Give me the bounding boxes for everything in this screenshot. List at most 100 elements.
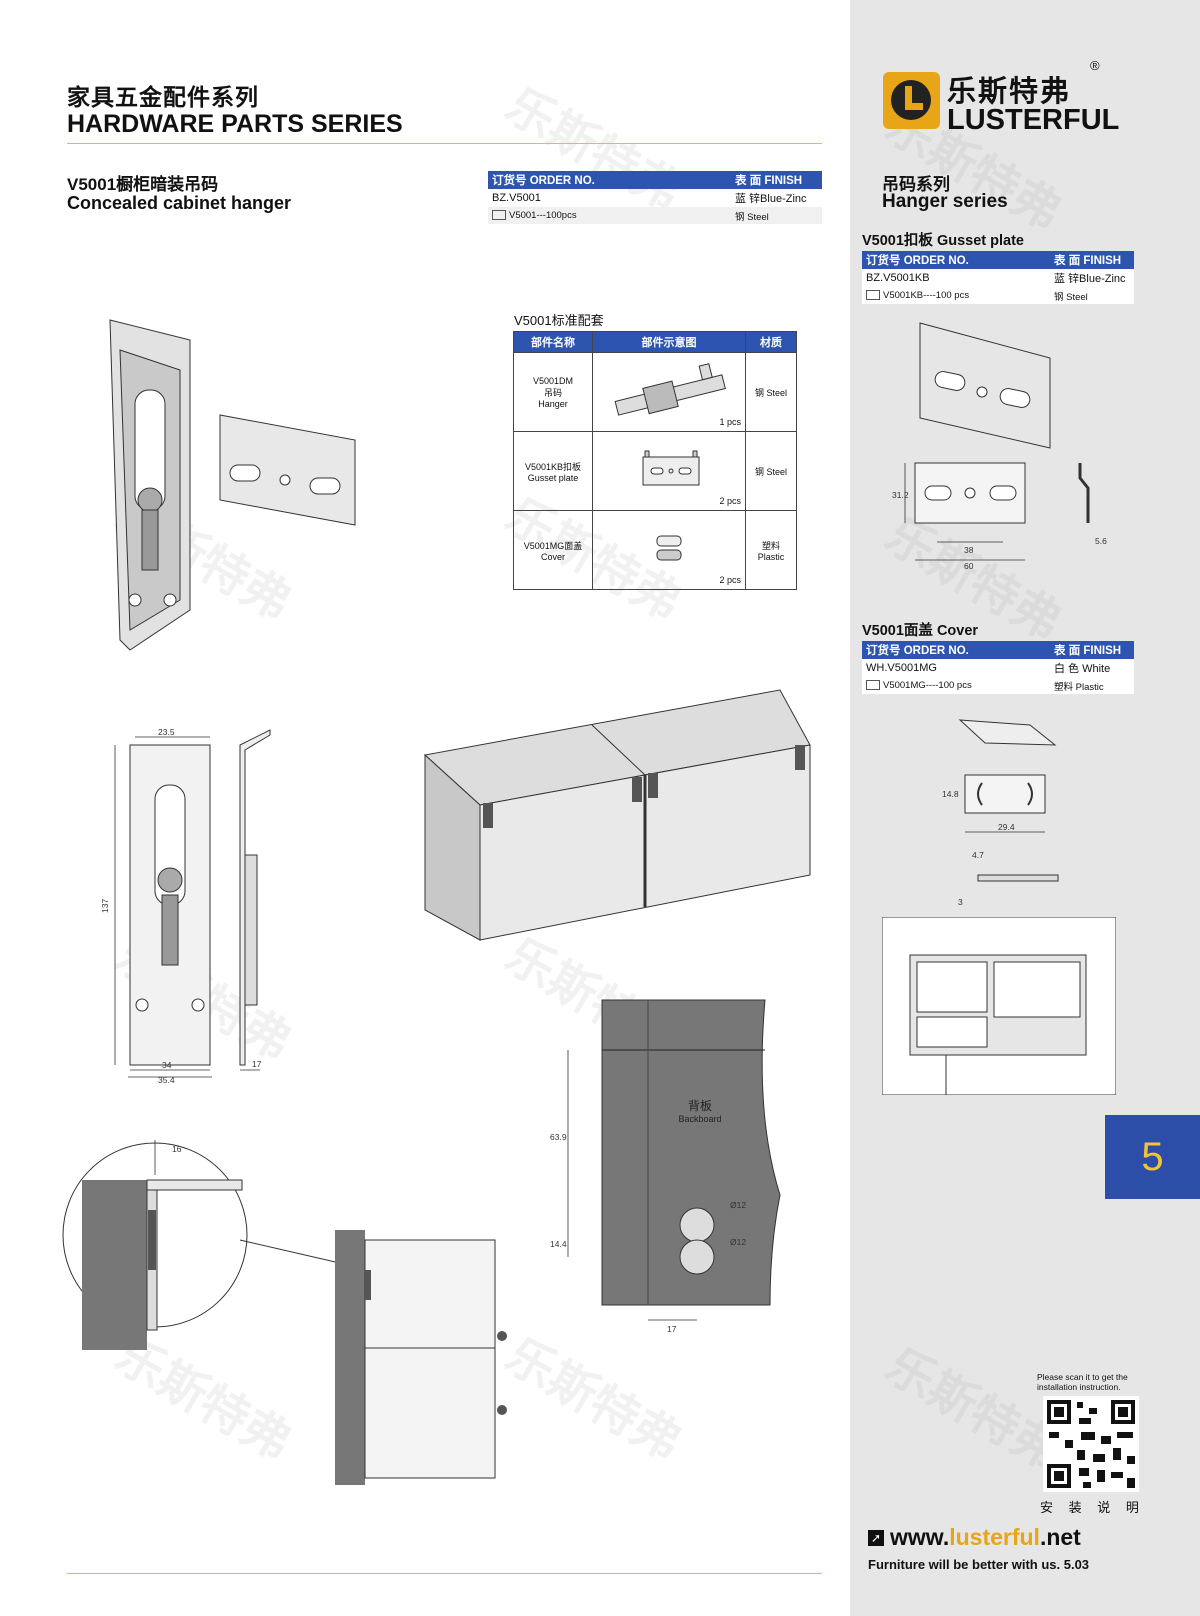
kit-qty: 1 pcs (719, 417, 741, 427)
gusset-dim-thickness: 5.6 (1095, 536, 1107, 546)
kit-qty: 2 pcs (719, 496, 741, 506)
gusset-drawing: 31.2 38 60 5.6 (892, 322, 1107, 571)
dim-width-1: 34 (162, 1060, 172, 1070)
kit-part-en: Hanger (538, 398, 568, 409)
dim-top-width: 23.5 (158, 727, 175, 737)
registered-mark: ® (1090, 58, 1100, 73)
brand-logo-icon (883, 72, 940, 129)
cover-drawing: 14.8 29.4 4.7 3 (942, 719, 1059, 907)
gusset-dim-height: 31.2 (892, 490, 909, 500)
hole-dim-1: Ø12 (730, 1200, 746, 1210)
hanger-dimension-drawing: 23.5 137 34 35.4 17 (100, 727, 271, 1085)
scan-text-1: Please scan it to get the (1037, 1372, 1128, 1382)
order-number: BZ.V5001KB (862, 269, 1050, 287)
pack-quantity: V5001MG----100 pcs (883, 680, 972, 691)
footer-divider (67, 1573, 822, 1574)
material-value: 钢 Steel (731, 207, 822, 224)
order-col-header: 订货号 ORDER NO. (488, 171, 731, 189)
kit-part-en: Cover (540, 551, 565, 562)
backboard-label-cn: 背板 (688, 1099, 712, 1113)
finish-col-header: 表 面 FINISH (1050, 641, 1134, 659)
series-title-en: Hanger series (882, 191, 1008, 212)
package-icon (866, 290, 880, 301)
header-divider (67, 143, 822, 144)
material-value: 钢 Steel (1050, 287, 1134, 304)
cover-dim-height: 14.8 (942, 789, 959, 799)
gusset-dim-60: 60 (964, 561, 974, 571)
package-icon (492, 210, 506, 221)
dim-17: 17 (667, 1324, 677, 1334)
scan-instructions: Please scan it to get the installation i… (1037, 1372, 1128, 1392)
qr-code[interactable] (1043, 1396, 1139, 1492)
cover-dim-t1: 4.7 (972, 850, 984, 860)
hole-dim-2: Ø12 (730, 1237, 746, 1247)
pack-quantity: V5001KB----100 pcs (883, 290, 970, 301)
product-name-cn: V5001橱柜暗装吊码 (67, 175, 219, 194)
kit-material-cn: 塑料 (761, 540, 780, 551)
website-prefix: www. (890, 1524, 950, 1550)
install-label: 安 装 说 明 (1040, 1500, 1145, 1515)
installation-detail-drawing: 16 (62, 1140, 507, 1485)
kit-material: 钢 Steel (745, 431, 797, 511)
kit-material-en: Plastic (757, 551, 785, 562)
finish-col-header: 表 面 FINISH (1050, 251, 1134, 269)
scan-text-2: installation instruction. (1037, 1382, 1121, 1392)
website-suffix: .net (1039, 1524, 1081, 1550)
kit-part-cn: 吊码 (543, 387, 562, 398)
page-number-badge: 5 (1105, 1115, 1200, 1199)
kit-qty: 2 pcs (719, 575, 741, 585)
order-number: WH.V5001MG (862, 659, 1050, 677)
dim-width-2: 35.4 (158, 1075, 175, 1085)
dim-side: 17 (252, 1059, 262, 1069)
website-link[interactable]: ➚ www.lusterful.net (868, 1524, 1081, 1551)
dim-height: 137 (100, 899, 110, 913)
gusset-title: V5001扣板 Gusset plate (862, 233, 1024, 249)
kit-part-code: V5001MG面盖 (523, 540, 583, 551)
kit-title: V5001标准配套 (514, 313, 604, 328)
cabinet-illustration (423, 689, 811, 941)
package-icon (866, 680, 880, 691)
slogan: Furniture will be better with us. 5.03 (868, 1557, 1090, 1572)
furniture-illustration (882, 917, 1116, 1095)
brand-name-cn: 乐斯特弗 (947, 76, 1072, 108)
finish-value: 蓝 锌Blue-Zinc (735, 193, 807, 205)
page-number: 5 (1141, 1134, 1164, 1179)
hanger-thumbnail (614, 363, 726, 416)
cover-dim-t2: 3 (958, 897, 963, 907)
finish-value: 蓝 锌Blue-Zinc (1050, 269, 1134, 287)
material-value: 塑料 Plastic (1050, 677, 1134, 694)
dim-14-4: 14.4 (550, 1239, 567, 1249)
watermark: 乐斯特弗 (496, 1328, 690, 1471)
dim-gap: 16 (172, 1144, 182, 1154)
cover-title: V5001面盖 Cover (862, 623, 979, 639)
gusset-thumbnail (642, 450, 700, 486)
page-title-en: HARDWARE PARTS SERIES (67, 110, 403, 138)
finish-col-header: 表 面 FINISH (731, 171, 822, 189)
kit-material: 钢 Steel (745, 352, 797, 432)
website-brand: lusterful (949, 1524, 1040, 1550)
finish-value: 白 色 White (1050, 659, 1134, 677)
order-col-header: 订货号 ORDER NO. (862, 251, 1050, 269)
pack-quantity: V5001---100pcs (509, 210, 577, 221)
product-name-en: Concealed cabinet hanger (67, 193, 292, 213)
kit-header-material: 材质 (745, 331, 797, 353)
kit-part-en: Gusset plate (527, 472, 579, 483)
hanger-3d-illustration (109, 319, 356, 651)
gusset-dim-38: 38 (964, 545, 974, 555)
page-title-cn: 家具五金配件系列 (67, 84, 259, 110)
backboard-label-en: Backboard (678, 1114, 721, 1124)
series-title-cn: 吊码系列 (882, 175, 950, 194)
kit-header-name: 部件名称 (513, 331, 593, 353)
kit-header-diagram: 部件示意图 (592, 331, 746, 353)
arrow-icon: ➚ (868, 1529, 884, 1546)
cover-dim-width: 29.4 (998, 822, 1015, 832)
cover-thumbnail (656, 535, 682, 561)
order-col-header: 订货号 ORDER NO. (862, 641, 1050, 659)
brand-name-en: LUSTERFUL (947, 104, 1120, 136)
